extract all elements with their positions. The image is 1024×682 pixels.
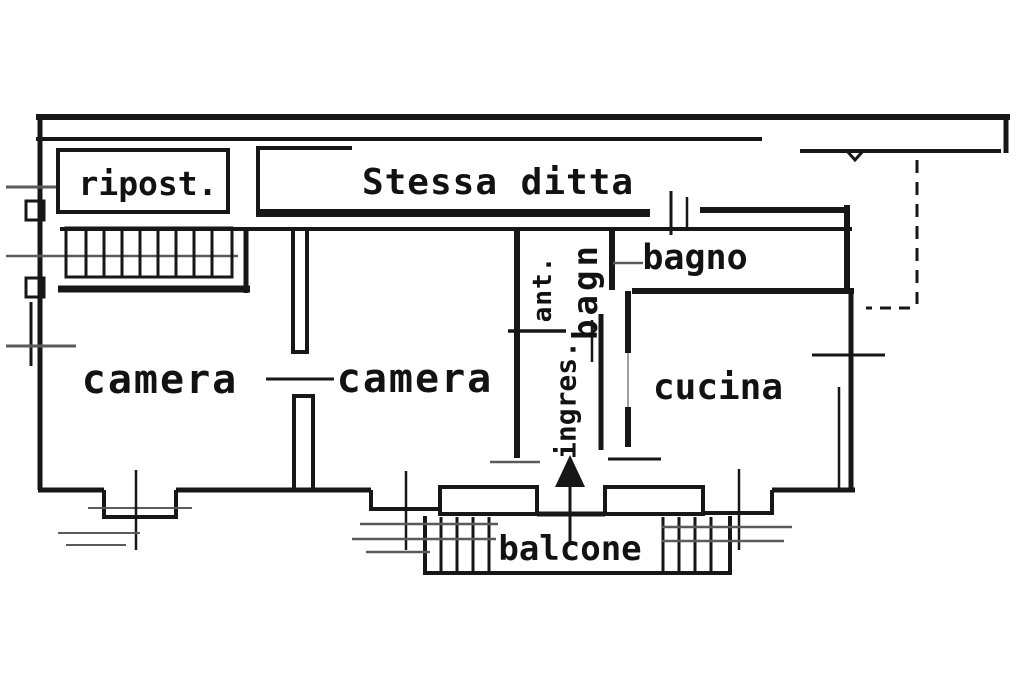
room-label-stessa-ditta: Stessa ditta [362, 162, 634, 203]
room-label-camera-right: camera [337, 356, 494, 402]
balcone-outline [423, 516, 732, 575]
wall-left-bump-upper [24, 199, 46, 222]
room-label-bagn: bagn [566, 242, 606, 340]
stairs-box [64, 226, 234, 279]
bottom-step-right-of-balcone [703, 490, 774, 515]
room-label-balcone: balcone [498, 529, 641, 569]
room-ripostiglio [56, 148, 230, 214]
entrance-arrow-icon [555, 455, 585, 487]
balcone-rail-lines-left [352, 522, 498, 554]
balcone-structure [352, 455, 792, 575]
room-label-ant-bagno: ant. [528, 256, 558, 323]
room-label-ripost: ripost. [78, 164, 217, 203]
balcone-railing-right [661, 517, 713, 572]
interior-walls [58, 205, 885, 490]
room-label-bagno: bagno [642, 238, 747, 278]
camera-divider-lower [292, 394, 315, 490]
outer-walls [6, 114, 1010, 490]
camera-divider-upper [291, 229, 309, 354]
balcone-railing-left [439, 517, 491, 572]
ripost-box [56, 148, 230, 214]
bottom-step-left-of-balcone [369, 490, 440, 511]
stairs-treads [84, 229, 214, 276]
bay-sill-lines [58, 532, 140, 546]
balcone-door-box-left [438, 485, 539, 516]
bottom-facade [38, 469, 855, 550]
room-label-camera-left: camera [82, 357, 239, 403]
balcone-door-box-right [603, 485, 705, 516]
room-label-ingresso: ingres. [550, 341, 583, 459]
room-labels: ripost. Stessa ditta bagno ant. bagn ing… [78, 162, 783, 569]
wall-left-bump-lower [24, 276, 46, 299]
balcone-rail-lines-right [662, 525, 792, 543]
dashed-boundary [866, 160, 919, 310]
room-label-cucina: cucina [653, 367, 783, 408]
window-bay-left [102, 490, 178, 519]
wall-top-band-notch [845, 150, 865, 163]
corridor-stessa-ditta [256, 146, 845, 235]
